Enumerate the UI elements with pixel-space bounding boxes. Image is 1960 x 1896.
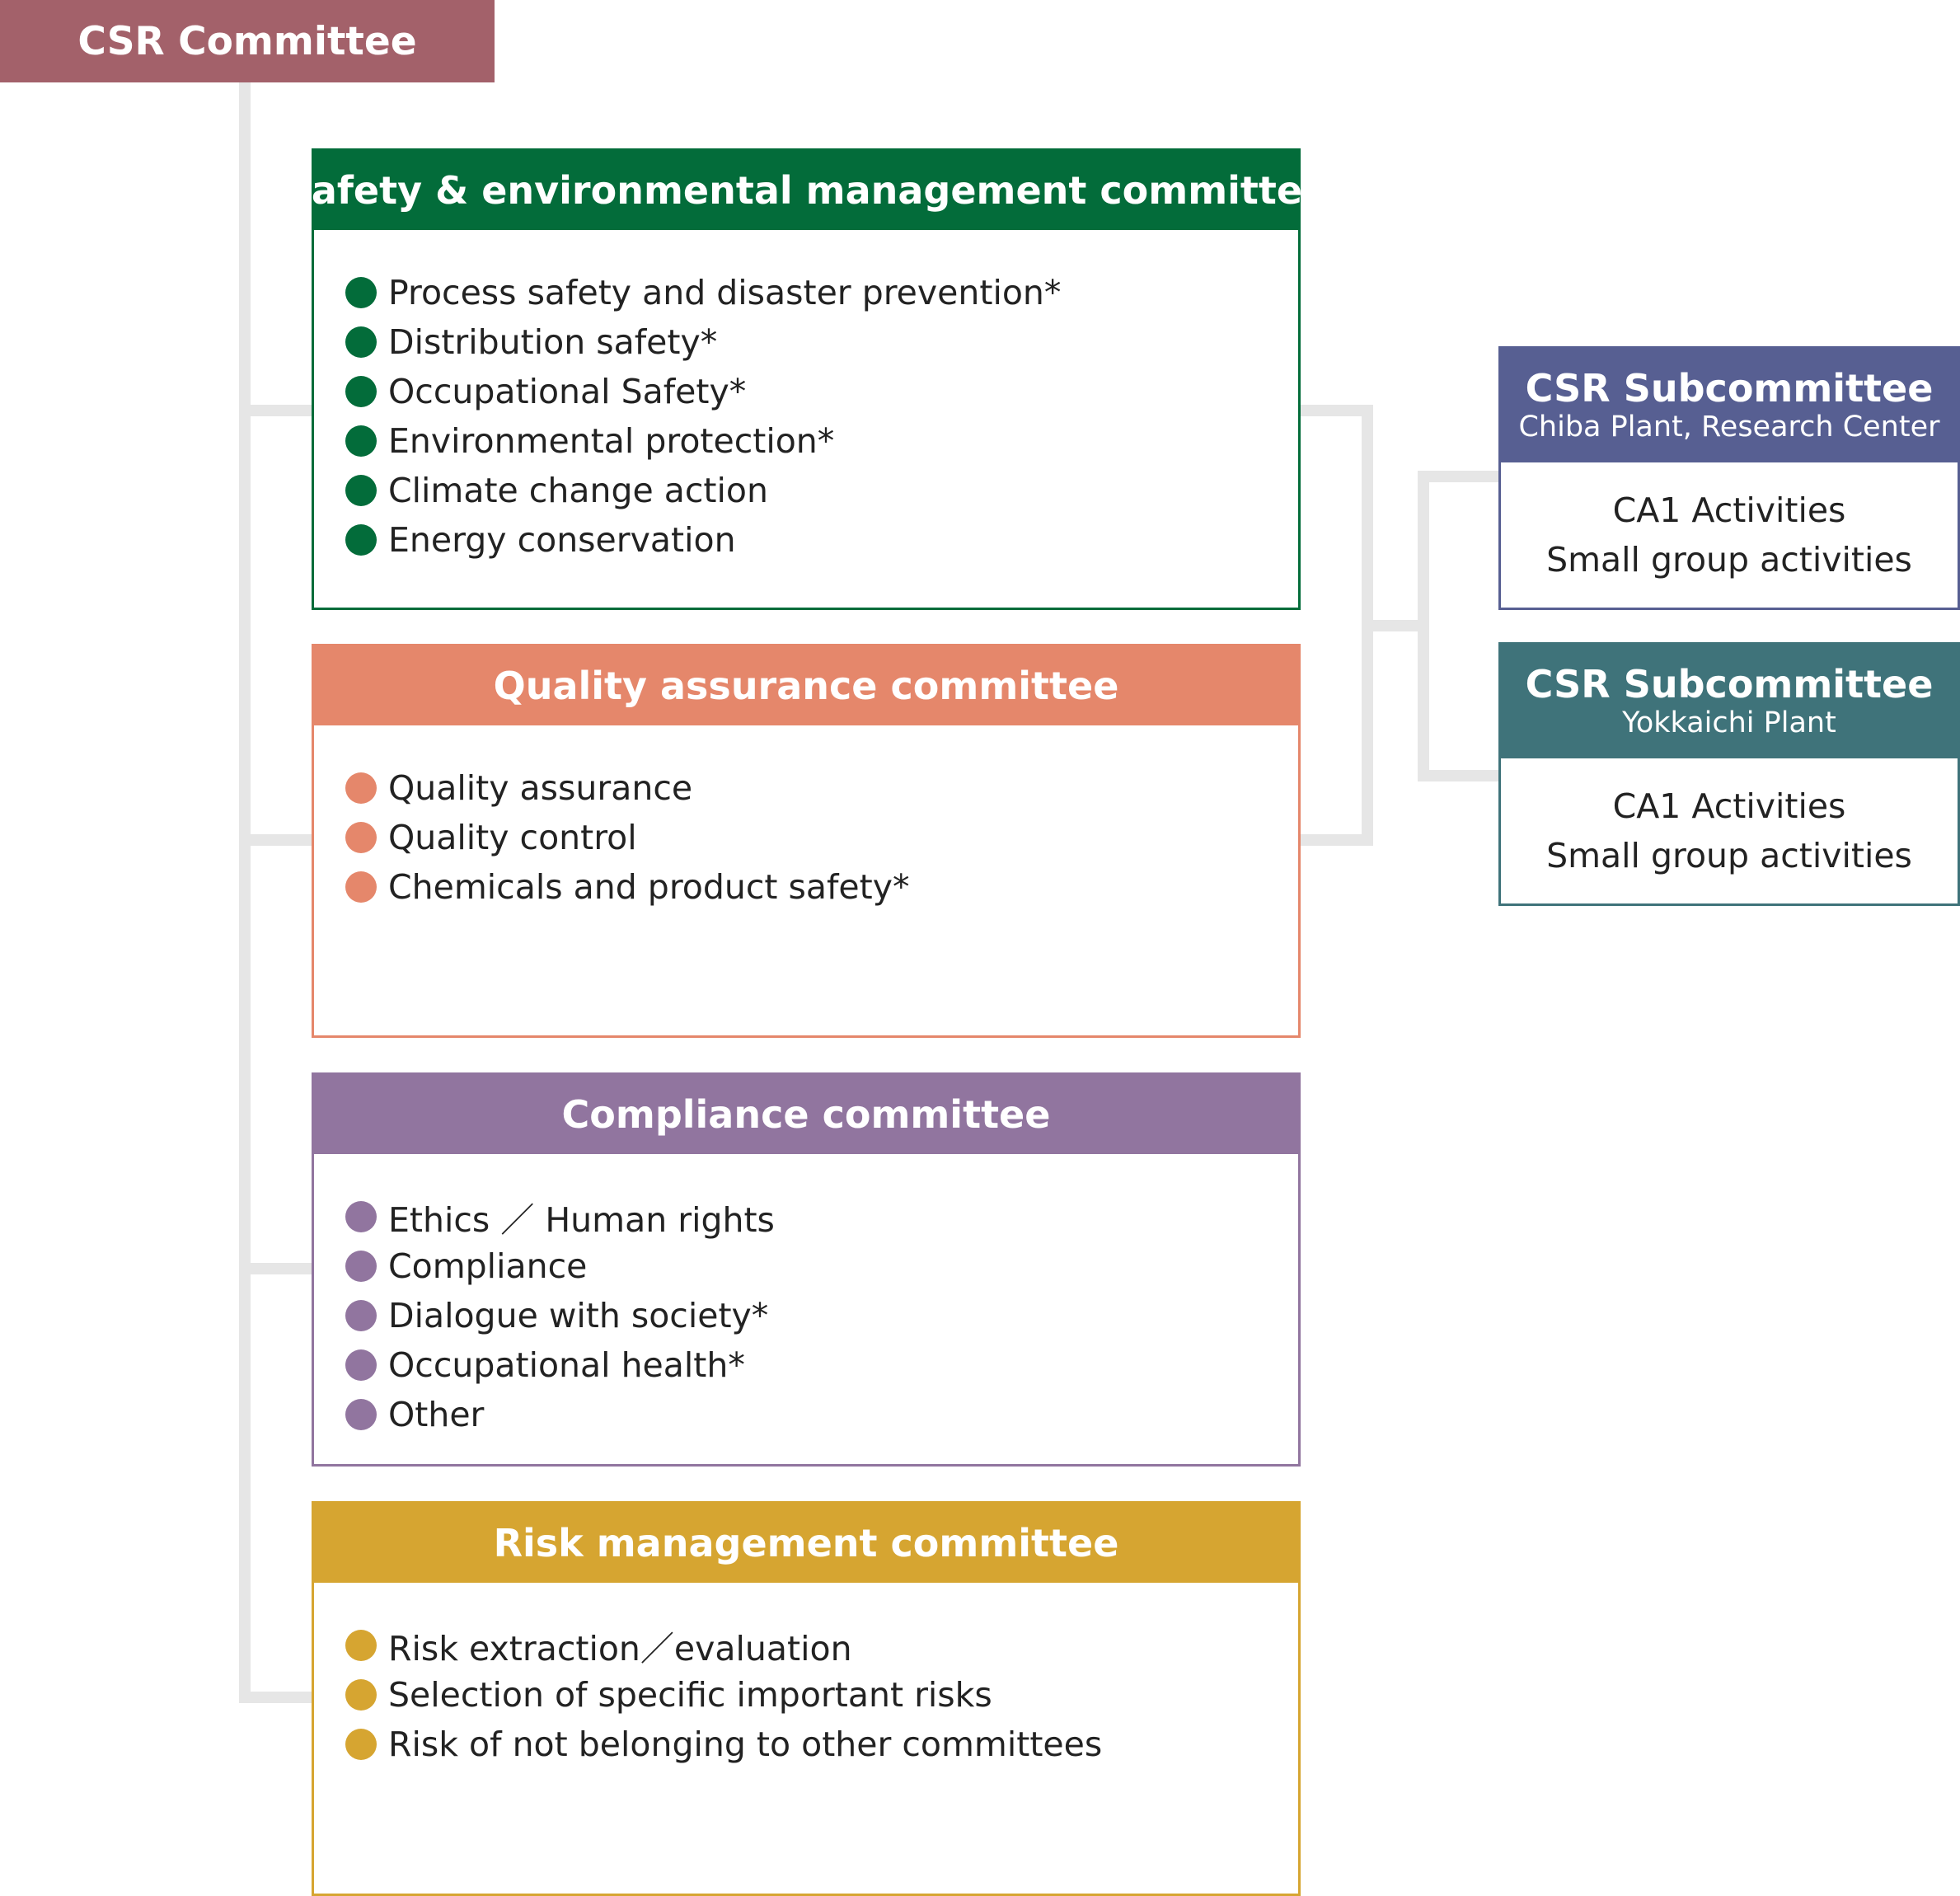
list-item-label: Selection of specific important risks (388, 1675, 992, 1715)
list-item: Environmental protection* (345, 416, 1298, 466)
sub-connector-yokkaichi (1418, 770, 1500, 781)
bullet-dot-icon (345, 475, 377, 506)
list-item: Occupational health* (345, 1340, 1298, 1390)
list-item: Occupational Safety* (345, 367, 1298, 416)
bullet-dot-icon (345, 1399, 377, 1430)
subcommittee-title: CSR Subcommittee (1525, 662, 1934, 706)
list-item-label: Quality assurance (388, 768, 693, 808)
subcommittee-title: CSR Subcommittee (1525, 366, 1934, 411)
list-item: Quality control (345, 813, 1298, 862)
subcommittee-subtitle: Yokkaichi Plant (1622, 706, 1836, 739)
branch-line-safety (239, 405, 313, 416)
committee-item-list: Process safety and disaster prevention* … (314, 230, 1298, 565)
list-item-label: Dialogue with society* (388, 1296, 769, 1335)
bullet-dot-icon (345, 772, 377, 804)
list-item-label: Compliance (388, 1246, 588, 1286)
committee-header: Compliance committee (314, 1075, 1298, 1154)
list-item-label: Occupational Safety* (388, 372, 747, 411)
list-item: Quality assurance (345, 763, 1298, 813)
list-item: Distribution safety* (345, 317, 1298, 367)
committee-title: Risk management committee (493, 1521, 1119, 1565)
list-item: Risk of not belonging to other committee… (345, 1720, 1298, 1769)
bullet-dot-icon (345, 524, 377, 556)
safety-environmental-committee: Safety & environmental management commit… (284, 148, 1328, 610)
compliance-committee: Compliance committee Ethics ／ Human righ… (312, 1072, 1301, 1467)
bullet-dot-icon (345, 1679, 377, 1711)
list-item-label: Energy conservation (388, 520, 736, 560)
csr-committee-box: CSR Committee (0, 0, 495, 82)
branch-line-risk (239, 1692, 313, 1703)
right-connector-bottom (1301, 834, 1373, 846)
right-connector-mid (1362, 620, 1429, 631)
list-item-label: Risk of not belonging to other committee… (388, 1725, 1103, 1764)
subcommittee-body: CA1 Activities Small group activities (1501, 462, 1958, 608)
branch-line-quality (239, 834, 313, 846)
bullet-dot-icon (345, 425, 377, 457)
subcommittee-activity: CA1 Activities (1612, 490, 1846, 530)
list-item: Climate change action (345, 466, 1298, 515)
committee-title: Compliance committee (561, 1092, 1051, 1137)
subcommittee-activity: CA1 Activities (1612, 786, 1846, 826)
committee-item-list: Quality assurance Quality control Chemic… (314, 725, 1298, 912)
csr-subcommittee-chiba: CSR Subcommittee Chiba Plant, Research C… (1498, 346, 1960, 610)
bullet-dot-icon (345, 376, 377, 407)
bullet-dot-icon (345, 1630, 377, 1661)
list-item-label: Other (388, 1395, 485, 1434)
bullet-dot-icon (345, 1729, 377, 1760)
csr-committee-label: CSR Committee (77, 18, 417, 64)
committee-header: Risk management committee (314, 1504, 1298, 1583)
sub-connector-chiba (1418, 471, 1500, 482)
bullet-dot-icon (345, 277, 377, 308)
right-connector-top (1301, 405, 1373, 416)
list-item: Chemicals and product safety* (345, 862, 1298, 912)
committee-item-list: Risk extraction／evaluation Selection of … (314, 1583, 1298, 1769)
csr-subcommittee-yokkaichi: CSR Subcommittee Yokkaichi Plant CA1 Act… (1498, 642, 1960, 906)
sub-connector-vertical (1418, 471, 1429, 781)
list-item: Process safety and disaster prevention* (345, 268, 1298, 317)
bullet-dot-icon (345, 326, 377, 358)
list-item: Other (345, 1390, 1298, 1439)
list-item-label: Climate change action (388, 471, 768, 510)
list-item-label: Distribution safety* (388, 322, 718, 362)
bullet-dot-icon (345, 822, 377, 853)
bullet-dot-icon (345, 1251, 377, 1282)
subcommittee-header: CSR Subcommittee Yokkaichi Plant (1501, 645, 1958, 758)
committee-header: Safety & environmental management commit… (284, 151, 1328, 230)
quality-assurance-committee: Quality assurance committee Quality assu… (312, 644, 1301, 1038)
list-item: Ethics ／ Human rights (345, 1192, 1298, 1241)
committee-header: Quality assurance committee (314, 646, 1298, 725)
bullet-dot-icon (345, 1300, 377, 1331)
list-item-label: Occupational health* (388, 1345, 745, 1385)
bullet-dot-icon (345, 1349, 377, 1381)
subcommittee-subtitle: Chiba Plant, Research Center (1518, 411, 1940, 443)
risk-management-committee: Risk management committee Risk extractio… (312, 1501, 1301, 1896)
subcommittee-header: CSR Subcommittee Chiba Plant, Research C… (1501, 349, 1958, 462)
bullet-dot-icon (345, 871, 377, 903)
subcommittee-activity: Small group activities (1546, 540, 1912, 580)
committee-item-list: Ethics ／ Human rights Compliance Dialogu… (314, 1154, 1298, 1439)
list-item: Compliance (345, 1241, 1298, 1291)
bullet-dot-icon (345, 1201, 377, 1232)
list-item: Energy conservation (345, 515, 1298, 565)
list-item-label: Chemicals and product safety* (388, 867, 910, 907)
subcommittee-activity: Small group activities (1546, 836, 1912, 875)
committee-title: Safety & environmental management commit… (284, 168, 1329, 213)
list-item: Dialogue with society* (345, 1291, 1298, 1340)
list-item: Selection of specific important risks (345, 1670, 1298, 1720)
committee-title: Quality assurance committee (493, 664, 1119, 708)
subcommittee-body: CA1 Activities Small group activities (1501, 758, 1958, 903)
root-trunk-line (239, 82, 251, 1703)
branch-line-compliance (239, 1263, 313, 1274)
list-item: Risk extraction／evaluation (345, 1621, 1298, 1670)
list-item-label: Risk extraction／evaluation (388, 1629, 852, 1668)
list-item-label: Quality control (388, 818, 637, 857)
list-item-label: Process safety and disaster prevention* (388, 273, 1062, 312)
list-item-label: Ethics ／ Human rights (388, 1200, 775, 1240)
list-item-label: Environmental protection* (388, 421, 835, 461)
